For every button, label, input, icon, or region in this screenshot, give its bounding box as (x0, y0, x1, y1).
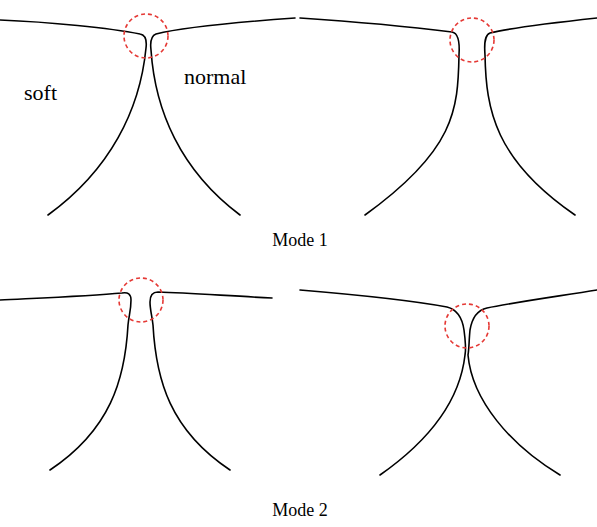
surface-curve (0, 293, 131, 470)
highlight-circle (124, 14, 168, 58)
highlight-circle (450, 18, 494, 62)
surface-curve (151, 18, 295, 215)
surface-curve (0, 20, 146, 215)
region-label: soft (24, 80, 57, 105)
surface-curve (485, 18, 597, 215)
mode-caption: Mode 1 (272, 230, 328, 251)
surface-curve (150, 292, 272, 470)
highlight-circle (119, 278, 163, 322)
surface-curve (300, 290, 466, 475)
mode-caption: Mode 2 (272, 500, 328, 521)
surface-curve (300, 18, 459, 215)
region-label: normal (184, 64, 246, 89)
highlight-circle (445, 304, 489, 348)
